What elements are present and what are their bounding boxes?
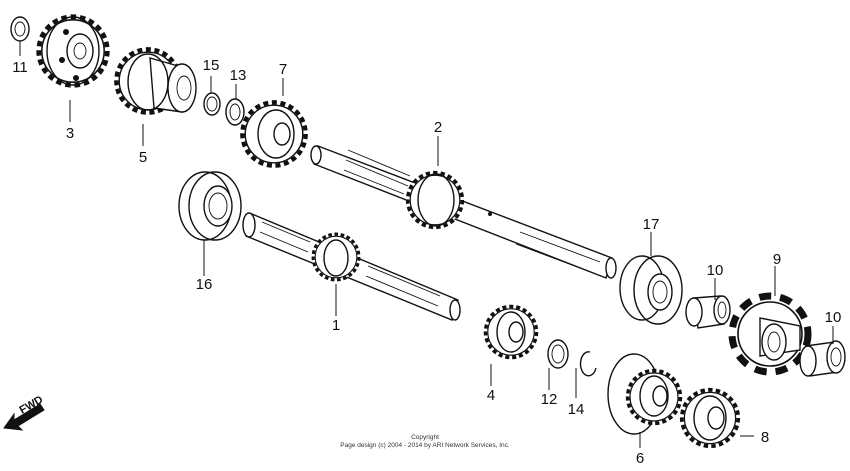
part-16-bearing	[178, 171, 242, 241]
callout-10-left: 10	[707, 262, 724, 279]
part-14-circlip	[579, 351, 597, 377]
callout-11: 11	[12, 59, 28, 76]
callout-16: 16	[196, 276, 213, 293]
callout-5: 5	[139, 149, 147, 166]
part-9-gear	[728, 292, 812, 376]
callout-1: 1	[332, 317, 340, 334]
callout-numbers: 11 3 5 15 13 7 2 16 1 17 10 9 10 4 12 14…	[12, 57, 841, 467]
part-10-bushing-left	[685, 295, 731, 329]
part-3-gear	[39, 17, 108, 86]
callout-13: 13	[230, 67, 247, 84]
callout-4: 4	[487, 387, 495, 404]
callout-9: 9	[773, 251, 781, 268]
callout-2: 2	[434, 119, 442, 136]
part-4-gear	[485, 306, 536, 357]
callout-14: 14	[568, 401, 585, 418]
part-5-gear	[116, 49, 197, 112]
callout-8: 8	[761, 429, 769, 446]
leader-lines	[19, 41, 834, 448]
part-17-bearing	[619, 255, 683, 325]
copyright-line-2: Page design (c) 2004 - 2014 by ARI Netwo…	[340, 442, 510, 449]
fwd-arrow-icon	[3, 403, 45, 431]
part-10-bushing-right	[799, 340, 846, 377]
part-1-mainshaft	[242, 212, 461, 321]
part-12-washer	[547, 339, 569, 369]
part-6-gear	[607, 353, 680, 435]
part-8-gear	[682, 390, 738, 446]
part-11-washer	[10, 16, 30, 42]
part-15-ring	[203, 92, 221, 116]
callout-6: 6	[636, 450, 644, 467]
callout-10-right: 10	[825, 309, 842, 326]
fwd-indicator: FWD	[3, 394, 45, 431]
copyright-line-1: Copyright	[411, 434, 439, 441]
callout-12: 12	[541, 391, 558, 408]
callout-7: 7	[279, 61, 287, 78]
callout-17: 17	[643, 216, 660, 233]
callout-3: 3	[66, 125, 74, 142]
part-7-gear	[242, 102, 305, 165]
copyright-notice: Copyright Page design (c) 2004 - 2014 by…	[0, 434, 850, 450]
part-2-countershaft	[310, 145, 617, 279]
callout-15: 15	[203, 57, 220, 74]
part-13-washer	[225, 98, 245, 126]
